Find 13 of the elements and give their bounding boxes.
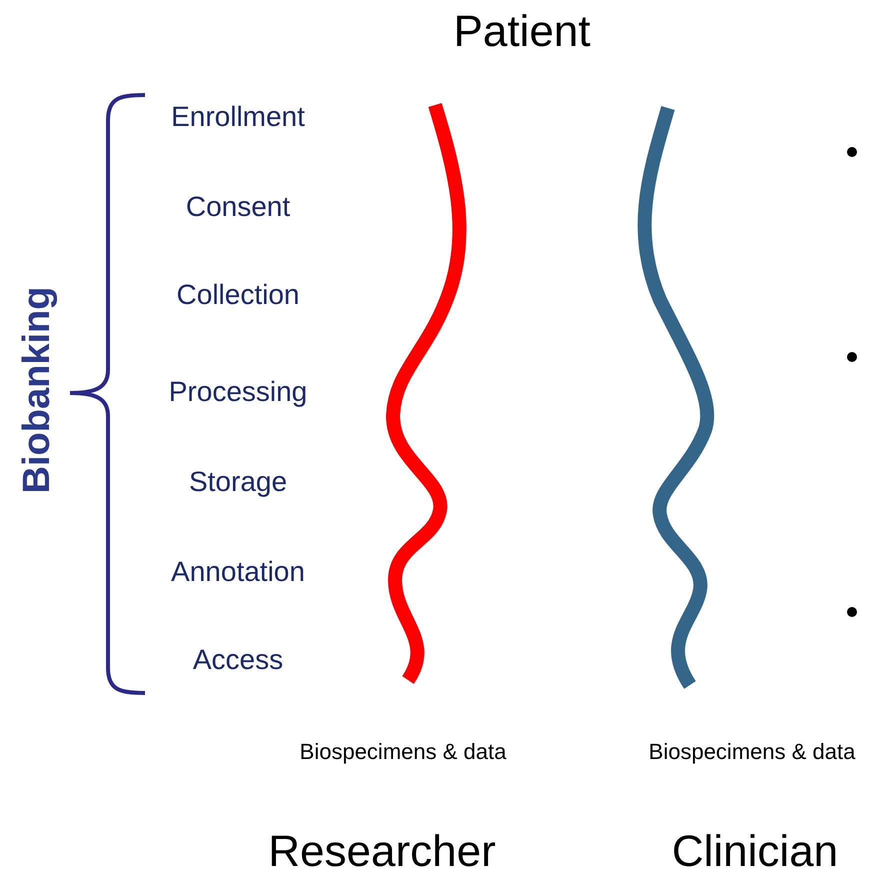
- role-label: Clinician: [672, 830, 838, 873]
- step-label: Storage: [188, 468, 288, 496]
- caption: Biospecimens & data: [300, 741, 506, 763]
- side-heading: Biobanking: [18, 286, 56, 494]
- role-label: Researcher: [268, 830, 496, 873]
- step-label: Enrollment: [171, 103, 305, 131]
- step-label: Processing: [168, 378, 308, 406]
- caption: Biospecimens & data: [648, 741, 856, 763]
- step-label: Collection: [176, 281, 300, 309]
- step-label: Consent: [186, 193, 290, 221]
- title: Patient: [454, 10, 590, 54]
- step-label: Annotation: [171, 558, 305, 586]
- step-label: Access: [192, 646, 284, 674]
